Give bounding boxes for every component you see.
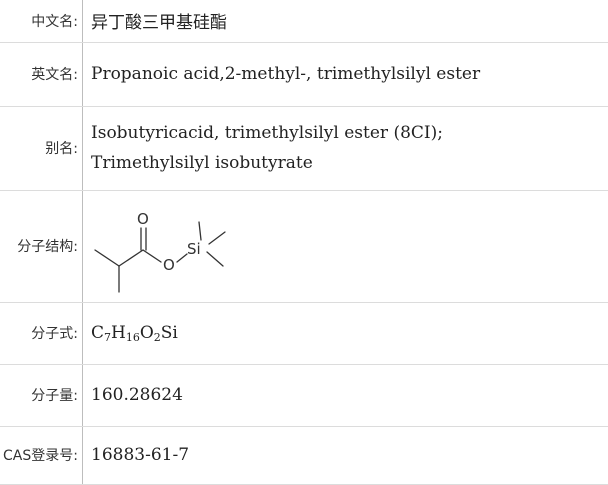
value-aliases: Isobutyricacid, trimethylsilyl ester (8C… xyxy=(83,106,608,190)
row-cas-number: CAS登录号: 16883-61-7 xyxy=(0,426,608,484)
bond-si-methyl-down xyxy=(207,252,223,266)
bond-methyl-left xyxy=(95,250,119,266)
value-chinese-name: 异丁酸三甲基硅酯 xyxy=(83,0,608,42)
formula-c-count: 7 xyxy=(104,331,111,344)
atom-oxygen-bridge: O xyxy=(163,256,175,274)
label-aliases: 别名: xyxy=(0,106,83,190)
bond-carbonyl-o xyxy=(143,250,161,262)
row-english-name: 英文名: Propanoic acid,2-methyl-, trimethyl… xyxy=(0,42,608,106)
formula-o-count: 2 xyxy=(154,331,161,344)
bond-si-methyl-up xyxy=(199,222,201,240)
atom-oxygen-carbonyl: O xyxy=(137,210,149,228)
alias-line-1: Isobutyricacid, trimethylsilyl ester (8C… xyxy=(91,118,608,148)
formula-h-count: 16 xyxy=(126,331,140,344)
label-structure: 分子结构: xyxy=(0,190,83,302)
formula-si: Si xyxy=(161,323,178,343)
row-chinese-name: 中文名: 异丁酸三甲基硅酯 xyxy=(0,0,608,42)
label-english-name: 英文名: xyxy=(0,42,83,106)
bond-to-carbonyl xyxy=(119,250,143,266)
value-structure: O O Si xyxy=(83,190,608,302)
row-structure: 分子结构: O O Si xyxy=(0,190,608,302)
formula-o: O xyxy=(140,323,154,343)
row-aliases: 别名: Isobutyricacid, trimethylsilyl ester… xyxy=(0,106,608,190)
label-chinese-name: 中文名: xyxy=(0,0,83,42)
bond-o-si xyxy=(177,254,187,262)
label-formula: 分子式: xyxy=(0,302,83,364)
value-molecular-weight: 160.28624 xyxy=(83,364,608,426)
alias-line-2: Trimethylsilyl isobutyrate xyxy=(91,148,608,178)
value-cas-number: 16883-61-7 xyxy=(83,426,608,484)
value-formula: C7H16O2Si xyxy=(83,302,608,364)
atom-silicon: Si xyxy=(187,240,201,258)
bond-si-methyl-right xyxy=(209,232,225,244)
formula-c: C xyxy=(91,323,104,343)
molecular-structure-diagram: O O Si xyxy=(91,194,231,298)
formula-h: H xyxy=(111,323,126,343)
row-molecular-weight: 分子量: 160.28624 xyxy=(0,364,608,426)
label-cas-number: CAS登录号: xyxy=(0,426,83,484)
row-formula: 分子式: C7H16O2Si xyxy=(0,302,608,364)
value-english-name: Propanoic acid,2-methyl-, trimethylsilyl… xyxy=(83,42,608,106)
label-molecular-weight: 分子量: xyxy=(0,364,83,426)
